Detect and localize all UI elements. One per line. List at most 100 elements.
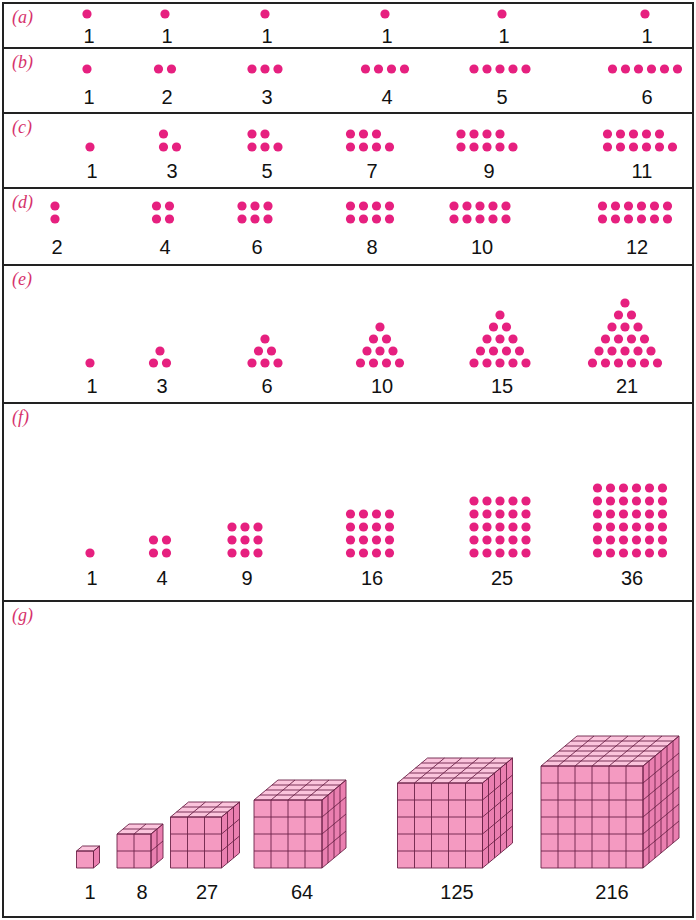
dot — [469, 129, 478, 138]
cube-grid-line — [163, 824, 164, 858]
dot — [650, 201, 659, 210]
dot — [495, 358, 504, 367]
cube-grid-line — [171, 802, 189, 817]
cube-grid-line — [512, 758, 513, 843]
dot — [495, 548, 504, 557]
dot — [385, 509, 394, 518]
dot — [361, 64, 370, 73]
dot — [346, 129, 355, 138]
cube-grid-line — [77, 851, 94, 852]
dot — [620, 298, 629, 307]
cube-front — [117, 834, 151, 868]
dot — [508, 64, 517, 73]
dot — [606, 509, 615, 518]
panel-letter: (a) — [12, 8, 33, 28]
dot — [632, 509, 641, 518]
dot — [495, 522, 504, 531]
cube-grid-line — [577, 736, 679, 737]
count-number: 15 — [491, 375, 513, 397]
dot — [162, 535, 171, 544]
count-number: 1 — [381, 25, 392, 47]
cube-grid-line — [117, 868, 151, 869]
dot — [372, 129, 381, 138]
dot — [476, 346, 485, 355]
dot — [260, 129, 269, 138]
cube-grid-line — [626, 766, 627, 868]
count-number: 21 — [616, 375, 638, 397]
dot — [154, 64, 163, 73]
dot — [382, 358, 391, 367]
cube-grid-line — [679, 736, 680, 838]
cube-grid-line — [673, 741, 674, 843]
dot — [237, 214, 246, 223]
cube-front — [541, 766, 643, 868]
cube-grid-line — [322, 848, 346, 868]
count-number: 5 — [261, 160, 272, 182]
cube-grid-line — [609, 736, 645, 766]
dot — [375, 322, 384, 331]
dot — [502, 346, 511, 355]
dot — [593, 509, 602, 518]
dot — [508, 496, 517, 505]
cube-grid-line — [428, 758, 513, 759]
dot — [495, 142, 504, 151]
cube-grid-line — [398, 783, 483, 784]
dot — [374, 64, 383, 73]
count-number: 2 — [51, 236, 62, 258]
dot — [521, 522, 530, 531]
dot — [237, 201, 246, 210]
count-number: 10 — [371, 375, 393, 397]
count-number: 9 — [241, 567, 252, 589]
dot-group — [85, 483, 667, 557]
cube-grid-line — [239, 802, 240, 853]
dot — [673, 64, 682, 73]
dot — [475, 214, 484, 223]
cube-grid-line — [322, 800, 323, 868]
cube-grid-line — [322, 831, 346, 851]
dot — [640, 358, 649, 367]
cube-grid-line — [483, 758, 513, 783]
dot — [593, 522, 602, 531]
cube-grid-line — [667, 746, 668, 848]
dot — [606, 483, 615, 492]
figure-panel: (g)182764125216 — [2, 600, 694, 918]
dot — [515, 346, 524, 355]
dot — [521, 496, 530, 505]
cube-grid-line — [643, 804, 679, 834]
dot — [508, 334, 517, 343]
dot — [267, 346, 276, 355]
dot — [172, 142, 181, 151]
dot — [603, 129, 612, 138]
cube-grid-line — [643, 736, 679, 766]
dot-group — [82, 64, 682, 73]
cube-grid-line — [151, 858, 163, 868]
dot — [632, 483, 641, 492]
dot — [369, 358, 378, 367]
cube-grid-line — [541, 851, 643, 852]
dot — [469, 358, 478, 367]
panel-letter: (e) — [12, 270, 32, 290]
dot — [250, 201, 259, 210]
dot — [385, 522, 394, 531]
cube-grid-line — [94, 846, 100, 851]
dot — [359, 129, 368, 138]
dot — [621, 64, 630, 73]
panel-letter: (g) — [12, 606, 33, 626]
dot — [359, 509, 368, 518]
dot — [619, 509, 628, 518]
cube-grid-line — [482, 783, 483, 868]
panel-letter: (b) — [12, 53, 33, 73]
dot — [668, 142, 677, 151]
cube-grid-line — [398, 868, 483, 869]
cube-grid-line — [233, 807, 234, 858]
count-number: 12 — [626, 236, 648, 258]
dot — [159, 142, 168, 151]
dot — [159, 129, 168, 138]
dot — [616, 142, 625, 151]
dot — [482, 64, 491, 73]
dot — [624, 214, 633, 223]
cube-grid-line — [94, 846, 100, 851]
dot-group — [50, 201, 672, 223]
cube-grid-line — [643, 787, 679, 817]
dot — [85, 548, 94, 557]
